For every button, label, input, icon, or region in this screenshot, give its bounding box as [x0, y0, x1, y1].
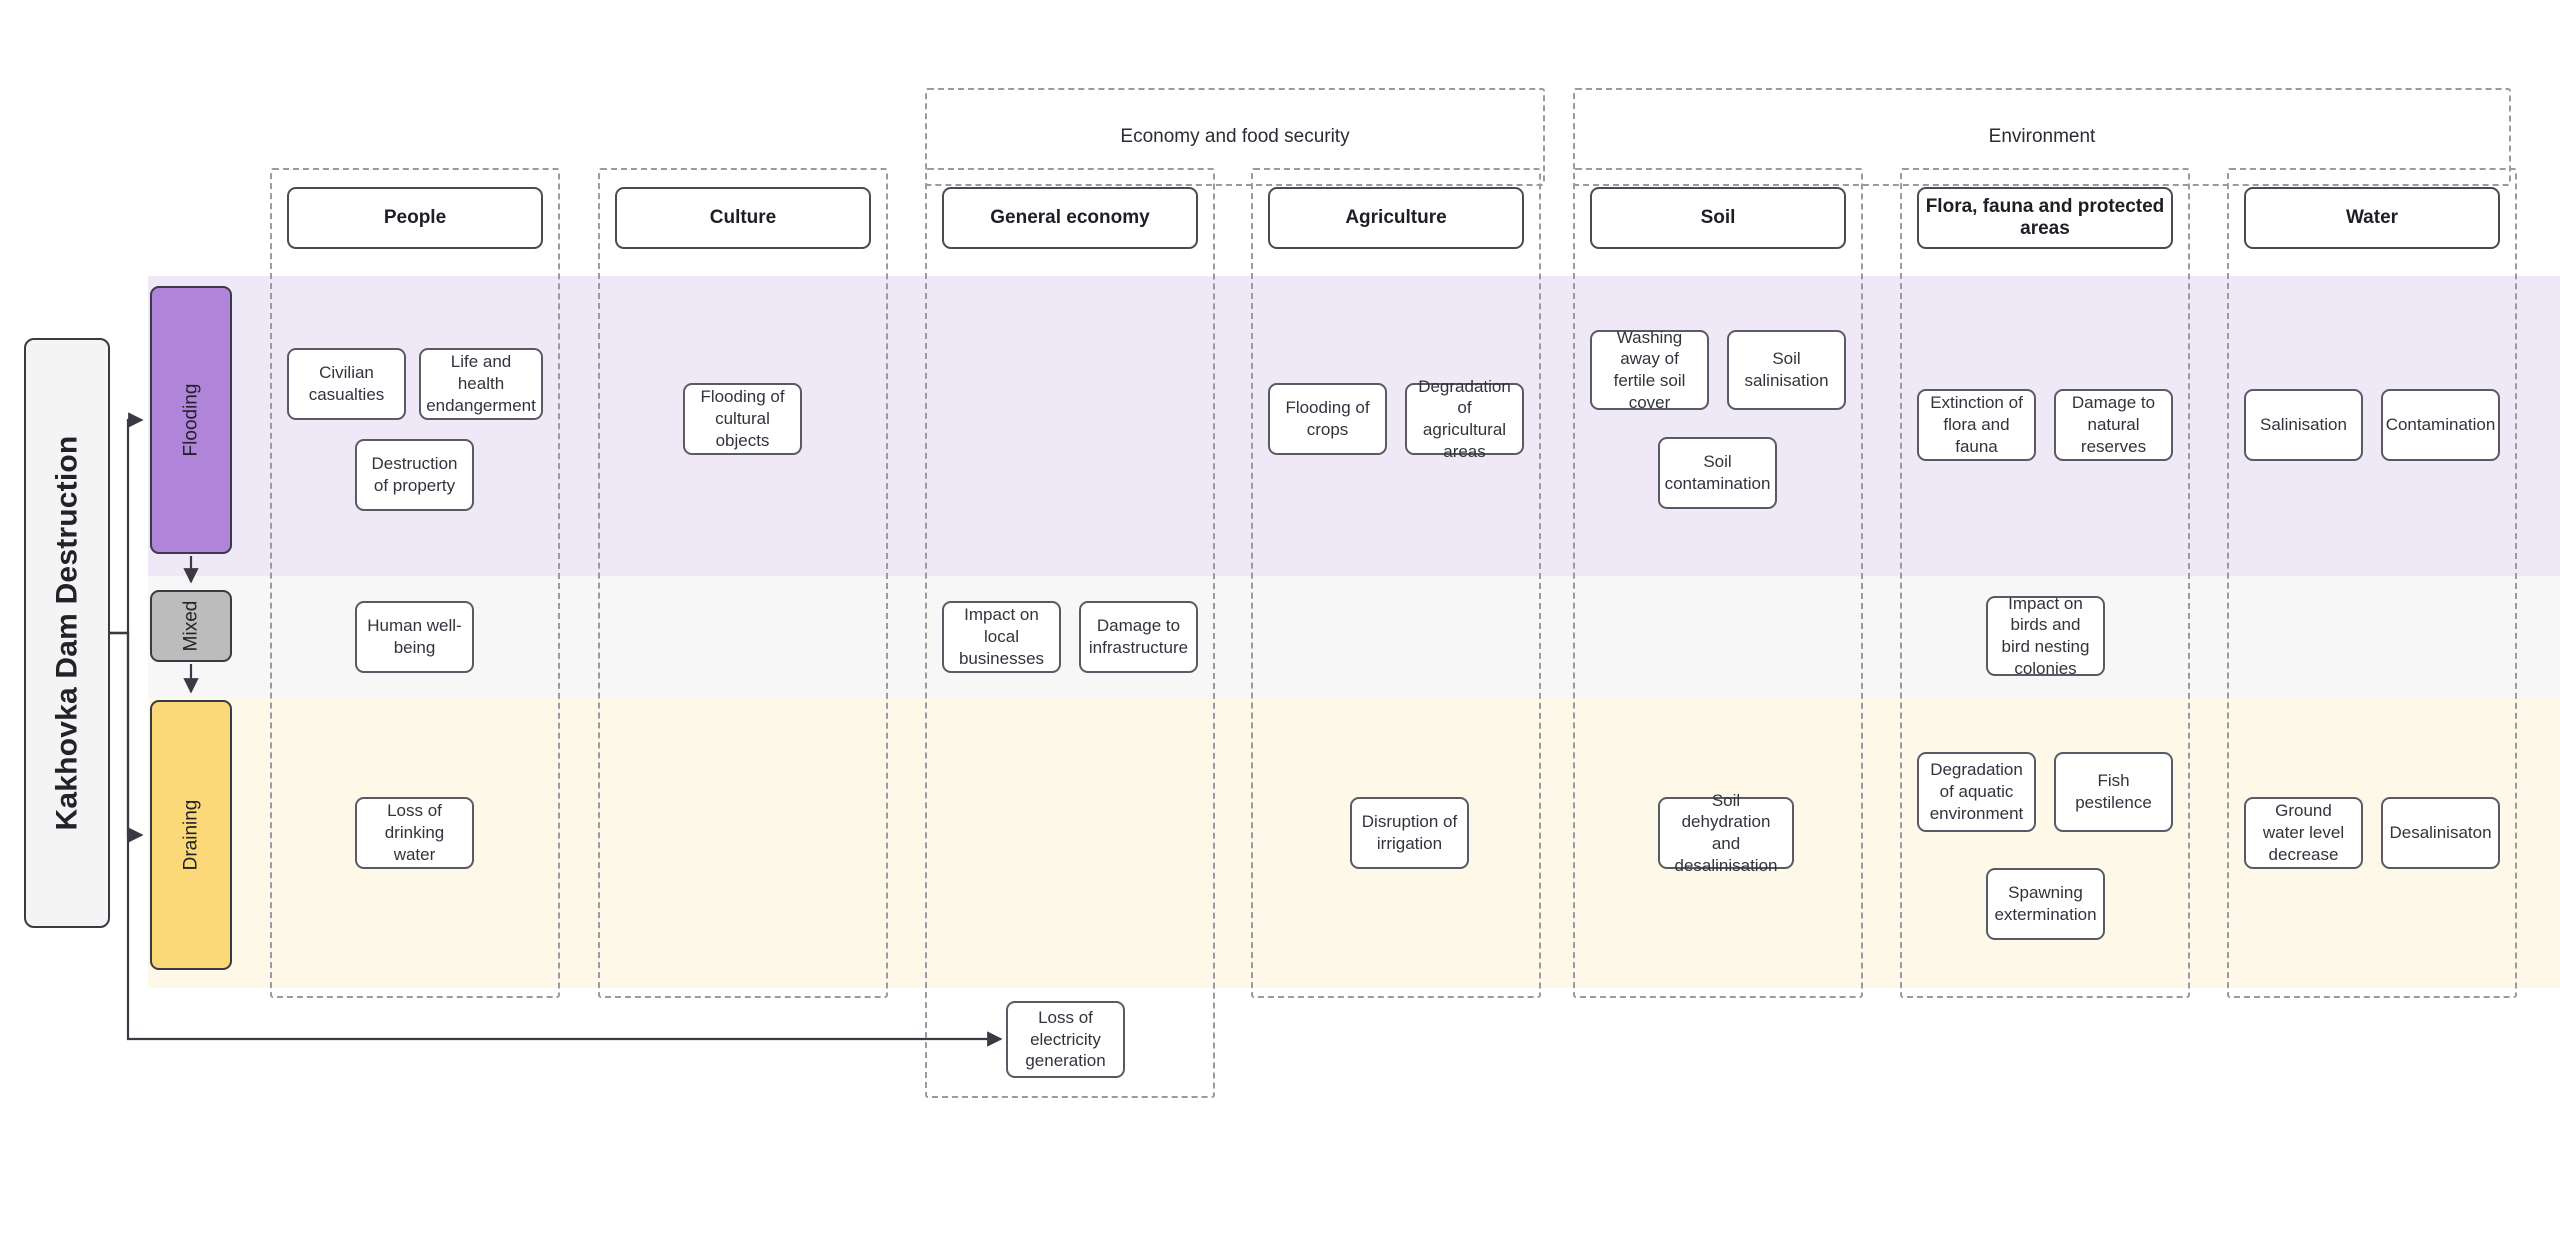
- column-header-flora[interactable]: Flora, fauna and protected areas: [1917, 187, 2173, 249]
- leaf-node[interactable]: Disruption of irrigation: [1350, 797, 1469, 869]
- driver-node-draining[interactable]: Draining: [150, 700, 232, 970]
- supergroup-environment: Environment: [1573, 88, 2511, 186]
- leaf-node[interactable]: Damage to infrastructure: [1079, 601, 1198, 673]
- leaf-node[interactable]: Life and health endangerment: [419, 348, 543, 420]
- supergroup-environment-label: Environment: [1988, 126, 2096, 147]
- driver-node-flooding[interactable]: Flooding: [150, 286, 232, 554]
- leaf-node[interactable]: Washing away of fertile soil cover: [1590, 328, 1709, 412]
- driver-label-mixed: Mixed: [180, 600, 201, 652]
- column-box-general-economy: [925, 168, 1215, 1098]
- root-node-label: Kakhovka Dam Destruction: [50, 435, 84, 831]
- driver-label-flooding: Flooding: [179, 383, 201, 457]
- column-box-flora: [1900, 168, 2190, 998]
- leaf-node[interactable]: Damage to natural reserves: [2054, 389, 2173, 461]
- leaf-node[interactable]: Desalinisaton: [2381, 797, 2500, 869]
- leaf-node[interactable]: Ground water level decrease: [2244, 797, 2363, 869]
- supergroup-economy-label: Economy and food security: [1120, 126, 1350, 147]
- leaf-node[interactable]: Human well-being: [355, 601, 474, 673]
- driver-node-mixed[interactable]: Mixed: [150, 590, 232, 662]
- supergroup-economy: Economy and food security: [925, 88, 1545, 186]
- leaf-node[interactable]: Contamination: [2381, 389, 2500, 461]
- leaf-node[interactable]: Impact on birds and bird nesting colonie…: [1986, 594, 2105, 678]
- column-header-soil[interactable]: Soil: [1590, 187, 1846, 249]
- leaf-node[interactable]: Extinction of flora and fauna: [1917, 389, 2036, 461]
- column-header-culture[interactable]: Culture: [615, 187, 871, 249]
- column-box-water: [2227, 168, 2517, 998]
- leaf-node[interactable]: Flooding of cultural objects: [683, 383, 802, 455]
- leaf-node[interactable]: Loss of electricity generation: [1006, 1001, 1125, 1078]
- leaf-node[interactable]: Spawning extermination: [1986, 868, 2105, 940]
- leaf-node[interactable]: Impact on local businesses: [942, 601, 1061, 673]
- leaf-node[interactable]: Degradation of aquatic environment: [1917, 752, 2036, 832]
- column-box-soil: [1573, 168, 1863, 998]
- leaf-node[interactable]: Soil salinisation: [1727, 330, 1846, 410]
- column-box-people: [270, 168, 560, 998]
- leaf-node[interactable]: Flooding of crops: [1268, 383, 1387, 455]
- driver-label-draining: Draining: [179, 799, 201, 871]
- leaf-node[interactable]: Fish pestilence: [2054, 752, 2173, 832]
- leaf-node[interactable]: Destruction of property: [355, 439, 474, 511]
- column-header-water[interactable]: Water: [2244, 187, 2500, 249]
- leaf-node[interactable]: Degradation of agricultural areas: [1405, 377, 1524, 461]
- leaf-node[interactable]: Civilian casualties: [287, 348, 406, 420]
- leaf-node[interactable]: Loss of drinking water: [355, 797, 474, 869]
- column-header-agriculture[interactable]: Agriculture: [1268, 187, 1524, 249]
- column-header-general-economy[interactable]: General economy: [942, 187, 1198, 249]
- leaf-node[interactable]: Soil dehydration and desalinisation: [1658, 791, 1794, 875]
- root-node[interactable]: Kakhovka Dam Destruction: [24, 338, 110, 928]
- column-box-culture: [598, 168, 888, 998]
- leaf-node[interactable]: Salinisation: [2244, 389, 2363, 461]
- leaf-node[interactable]: Soil contamination: [1658, 437, 1777, 509]
- column-header-people[interactable]: People: [287, 187, 543, 249]
- column-box-agriculture: [1251, 168, 1541, 998]
